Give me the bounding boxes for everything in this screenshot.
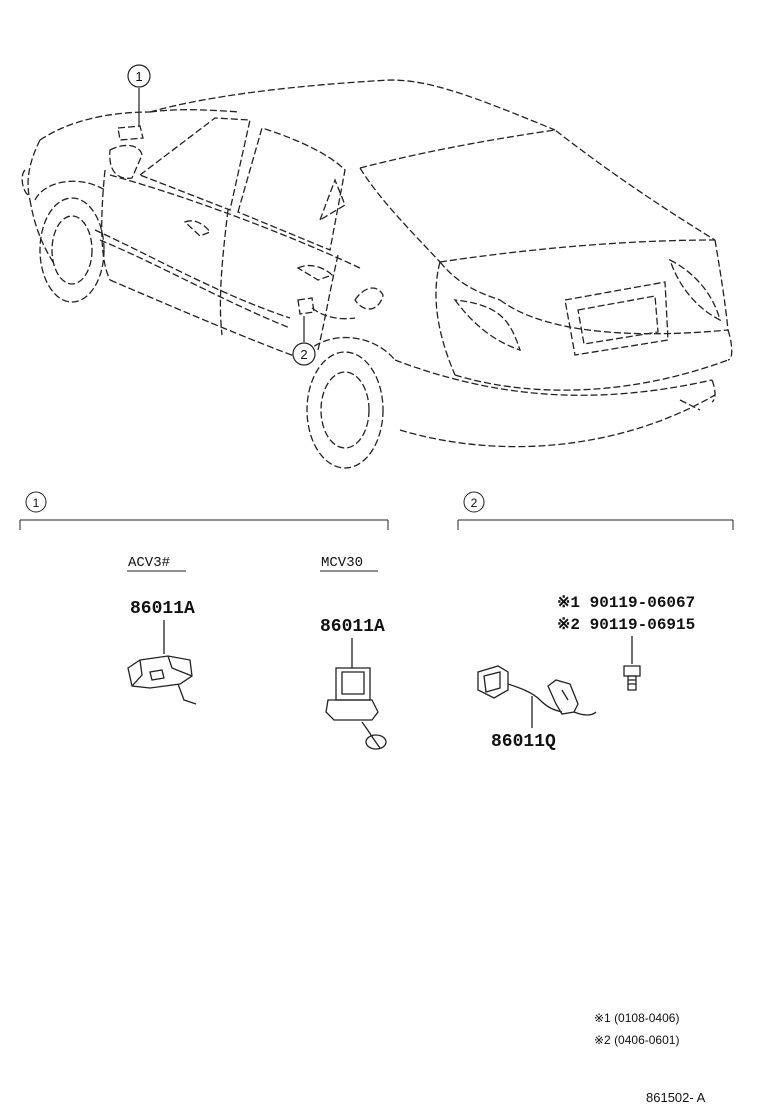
- callout-2-car: [292, 316, 316, 366]
- bolt-part-1: ※1 90119-06067: [557, 594, 695, 612]
- bolt-drawing: [623, 636, 641, 691]
- callout-2-car-number: 2: [300, 347, 307, 362]
- section-2-header: [457, 491, 734, 530]
- sensor-acv3-drawing: [127, 620, 197, 705]
- car-illustration: [21, 79, 733, 469]
- callout-1-car: [127, 64, 151, 126]
- section-2-number: 2: [471, 496, 478, 510]
- callout-1-car-number: 1: [135, 69, 142, 84]
- bolt-part-2: ※2 90119-06915: [557, 616, 695, 634]
- part-number-86011q: 86011Q: [491, 732, 556, 752]
- note-1: ※1 (0108-0406): [594, 1011, 679, 1025]
- sensor-86011q-drawing: [477, 665, 597, 728]
- model-label-acv3: ACV3#: [128, 555, 170, 571]
- sensor-mcv30-drawing: [325, 638, 387, 750]
- section-1-header: [19, 491, 389, 530]
- part-number-acv3: 86011A: [130, 599, 195, 619]
- model-label-mcv30: MCV30: [321, 555, 363, 571]
- note-2: ※2 (0406-0601): [594, 1033, 679, 1047]
- part-number-mcv30: 86011A: [320, 617, 385, 637]
- diagram-id: 861502- A: [646, 1090, 706, 1105]
- section-1-number: 1: [33, 496, 40, 510]
